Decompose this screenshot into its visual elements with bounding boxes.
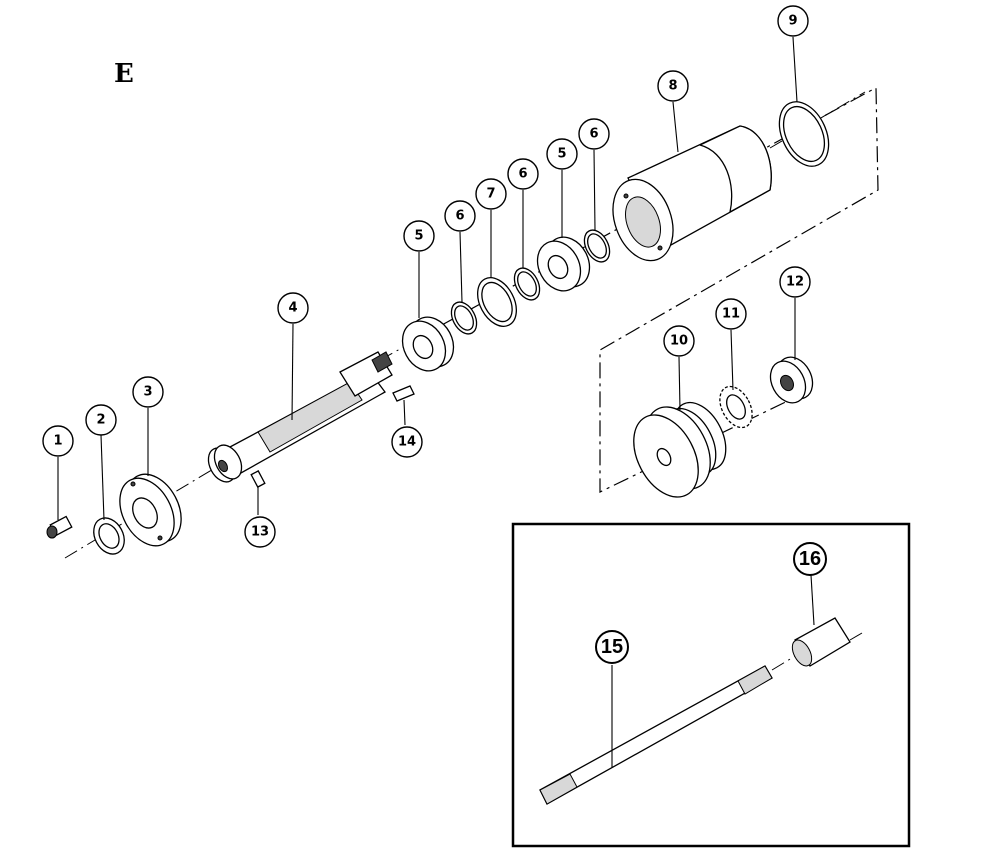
callout-4: 4	[277, 292, 309, 324]
svg-text:16: 16	[799, 548, 821, 570]
callout-6-upper: 6	[578, 118, 610, 150]
callout-2: 2	[85, 404, 117, 436]
svg-text:5: 5	[557, 147, 566, 162]
part-washer	[93, 517, 125, 555]
part-key	[392, 385, 415, 402]
svg-text:6: 6	[518, 167, 527, 182]
svg-text:9: 9	[788, 14, 797, 29]
part-snap-ring-middle	[513, 267, 541, 301]
callout-3: 3	[132, 376, 164, 408]
callout-11: 11	[715, 298, 747, 330]
part-lock-washer	[719, 385, 753, 429]
part-pulley	[633, 401, 727, 498]
callout-5-upper: 5	[546, 138, 578, 170]
inset-axis-line-end	[849, 632, 863, 641]
callout-16: 16	[793, 542, 827, 576]
callout-15: 15	[595, 630, 629, 664]
svg-text:2: 2	[96, 413, 105, 428]
callout-6-lower: 6	[444, 200, 476, 232]
callout-5-lower: 5	[403, 220, 435, 252]
part-nut	[769, 356, 814, 404]
svg-text:14: 14	[398, 435, 416, 450]
svg-text:7: 7	[486, 187, 495, 202]
callout-13: 13	[244, 516, 276, 548]
callout-10: 10	[663, 325, 695, 357]
leader-lines	[57, 36, 815, 768]
callout-1: 1	[42, 425, 74, 457]
part-collet-nut	[791, 617, 851, 667]
part-flange	[119, 473, 182, 547]
svg-text:12: 12	[786, 275, 804, 290]
part-spindle-shaft	[207, 351, 393, 483]
callout-7: 7	[475, 178, 507, 210]
svg-text:4: 4	[288, 301, 297, 316]
svg-text:11: 11	[722, 307, 740, 322]
svg-text:8: 8	[668, 79, 677, 94]
inset-frame	[511, 522, 911, 848]
svg-text:6: 6	[455, 209, 464, 224]
part-housing	[612, 125, 772, 262]
part-bearing-upper	[536, 236, 591, 292]
part-snap-ring-upper	[583, 229, 611, 263]
callout-9: 9	[777, 5, 809, 37]
svg-text:6: 6	[589, 127, 598, 142]
svg-text:10: 10	[670, 334, 688, 349]
part-pin	[250, 470, 266, 488]
part-drive-shaft	[539, 665, 773, 805]
svg-text:3: 3	[143, 385, 152, 400]
callout-6-middle: 6	[507, 158, 539, 190]
part-retaining-ring	[477, 277, 517, 327]
callout-14: 14	[391, 426, 423, 458]
part-screw	[46, 515, 73, 539]
section-label: E	[114, 59, 134, 89]
part-circlip	[778, 101, 830, 167]
callout-12: 12	[779, 266, 811, 298]
part-snap-ring-lower	[450, 301, 478, 335]
housing-guide-line	[417, 87, 879, 493]
callout-8: 8	[657, 70, 689, 102]
svg-text:5: 5	[414, 229, 423, 244]
svg-text:1: 1	[53, 434, 62, 449]
svg-text:13: 13	[251, 525, 269, 540]
svg-text:15: 15	[601, 636, 623, 658]
part-bearing-lower	[401, 316, 455, 372]
